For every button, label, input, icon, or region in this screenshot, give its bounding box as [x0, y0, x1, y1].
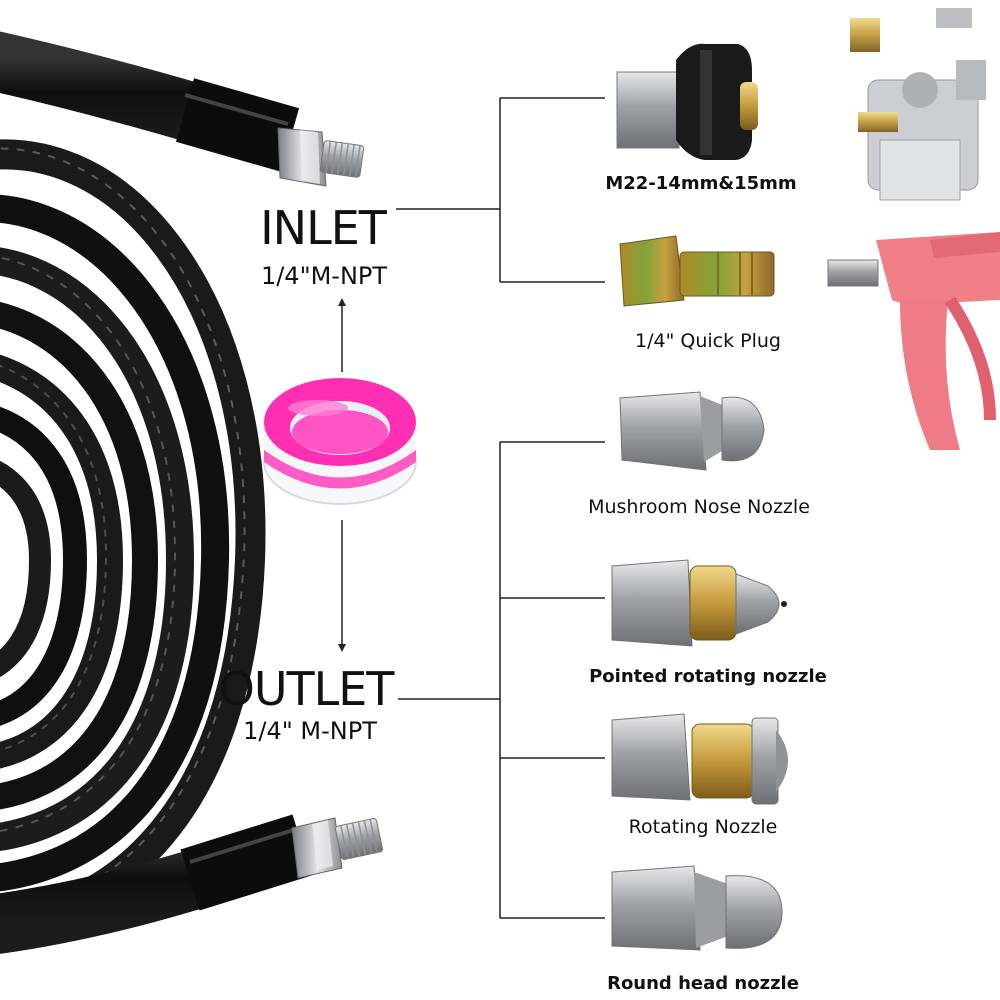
- hose-coil: [0, 139, 266, 935]
- accessory-label-m22: M22-14mm&15mm: [605, 173, 797, 194]
- spray-gun-image: [827, 232, 1000, 450]
- connector-lines: [338, 97, 605, 919]
- pressure-pump-image: [850, 8, 986, 201]
- accessory-label-quick-plug: 1/4" Quick Plug: [635, 330, 781, 352]
- inlet-hose-end: [0, 31, 365, 187]
- teflon-tape-roll: [263, 378, 417, 505]
- pointed-rotating-nozzle-image: [611, 559, 787, 647]
- quick-plug-image: [619, 235, 775, 307]
- inlet-title: INLET: [260, 201, 387, 255]
- m22-adapter-image: [616, 43, 758, 160]
- outlet-hose-end: [0, 814, 384, 954]
- accessory-label-rotating-nozzle: Rotating Nozzle: [628, 816, 778, 838]
- mushroom-nozzle-image: [619, 391, 765, 471]
- rotating-nozzle-image: [611, 713, 788, 805]
- inlet-thread-label: 1/4"M-NPT: [260, 262, 388, 290]
- outlet-title: OUTLET: [218, 662, 395, 716]
- round-head-nozzle-image: [611, 865, 783, 951]
- accessory-label-mushroom-nozzle: Mushroom Nose Nozzle: [588, 496, 810, 518]
- accessory-label-pointed-rotating-nozzle: Pointed rotating nozzle: [589, 666, 827, 687]
- accessory-label-round-head-nozzle: Round head nozzle: [607, 973, 799, 994]
- outlet-thread-label: 1/4" M-NPT: [243, 717, 377, 745]
